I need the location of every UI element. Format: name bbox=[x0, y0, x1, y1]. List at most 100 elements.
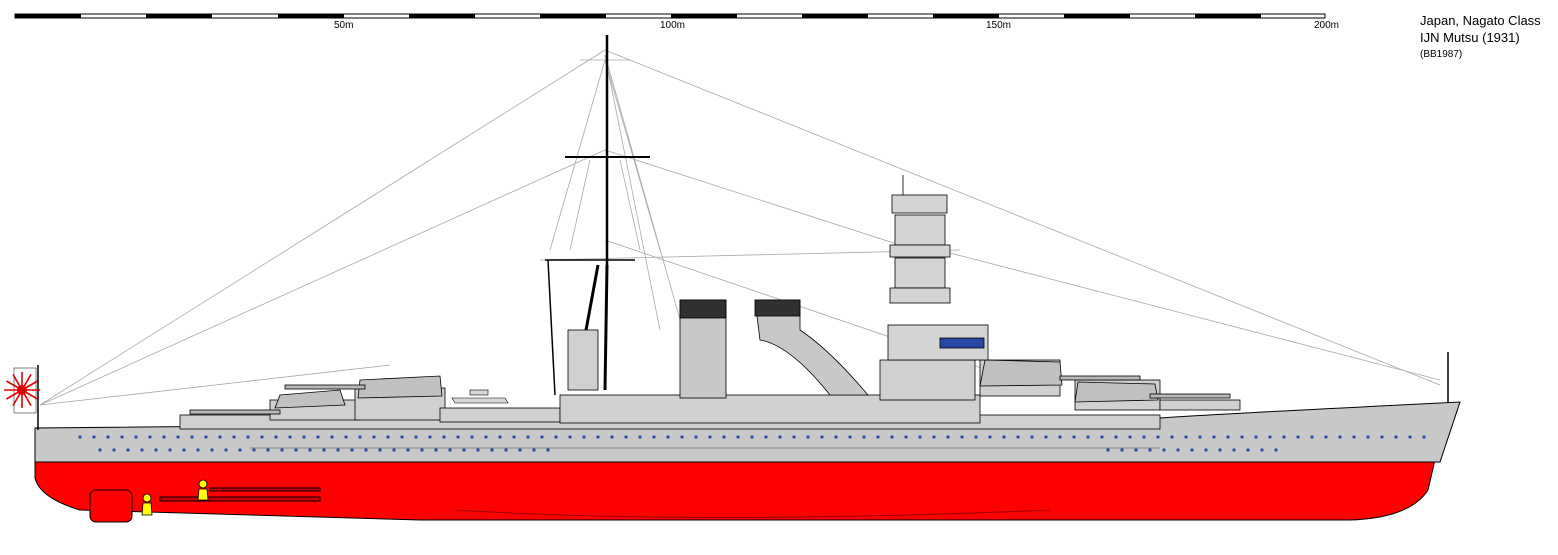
porthole bbox=[1198, 435, 1202, 439]
porthole bbox=[638, 435, 642, 439]
porthole bbox=[232, 435, 236, 439]
scale-label-200: 200m bbox=[1314, 20, 1340, 31]
porthole bbox=[1226, 435, 1230, 439]
porthole bbox=[918, 435, 922, 439]
porthole bbox=[974, 435, 978, 439]
porthole bbox=[1366, 435, 1370, 439]
porthole bbox=[554, 435, 558, 439]
porthole bbox=[596, 435, 600, 439]
porthole bbox=[820, 435, 824, 439]
porthole bbox=[988, 435, 992, 439]
porthole bbox=[792, 435, 796, 439]
porthole bbox=[568, 435, 572, 439]
porthole bbox=[1142, 435, 1146, 439]
porthole bbox=[490, 448, 494, 452]
porthole bbox=[904, 435, 908, 439]
porthole bbox=[1058, 435, 1062, 439]
porthole bbox=[610, 435, 614, 439]
porthole bbox=[946, 435, 950, 439]
porthole bbox=[1240, 435, 1244, 439]
porthole bbox=[1296, 435, 1300, 439]
porthole bbox=[666, 435, 670, 439]
porthole bbox=[1232, 448, 1236, 452]
porthole bbox=[624, 435, 628, 439]
porthole bbox=[1246, 448, 1250, 452]
porthole bbox=[1218, 448, 1222, 452]
porthole bbox=[106, 435, 110, 439]
porthole bbox=[414, 435, 418, 439]
porthole bbox=[162, 435, 166, 439]
porthole bbox=[98, 448, 102, 452]
rising-sun-ensign-icon bbox=[4, 367, 40, 414]
porthole bbox=[1086, 435, 1090, 439]
porthole bbox=[532, 448, 536, 452]
porthole bbox=[1106, 448, 1110, 452]
scale-label-100: 100m bbox=[660, 20, 686, 31]
porthole bbox=[1352, 435, 1356, 439]
porthole bbox=[1212, 435, 1216, 439]
porthole bbox=[316, 435, 320, 439]
portholes bbox=[78, 435, 1426, 452]
porthole bbox=[154, 448, 158, 452]
porthole bbox=[140, 448, 144, 452]
porthole bbox=[526, 435, 530, 439]
porthole bbox=[694, 435, 698, 439]
porthole bbox=[78, 435, 82, 439]
porthole bbox=[1030, 435, 1034, 439]
porthole bbox=[512, 435, 516, 439]
porthole bbox=[1114, 435, 1118, 439]
ship-title: IJN Mutsu (1931) bbox=[1420, 30, 1520, 45]
porthole bbox=[540, 435, 544, 439]
porthole bbox=[546, 448, 550, 452]
propeller-shafts bbox=[159, 487, 321, 502]
porthole bbox=[470, 435, 474, 439]
porthole bbox=[1148, 448, 1152, 452]
porthole bbox=[778, 435, 782, 439]
porthole bbox=[92, 435, 96, 439]
porthole bbox=[224, 448, 228, 452]
porthole bbox=[1422, 435, 1426, 439]
class-title: Japan, Nagato Class bbox=[1420, 13, 1541, 28]
porthole bbox=[1100, 435, 1104, 439]
porthole bbox=[204, 435, 208, 439]
porthole bbox=[1120, 448, 1124, 452]
porthole bbox=[274, 435, 278, 439]
funnels bbox=[679, 299, 869, 399]
porthole bbox=[386, 435, 390, 439]
porthole bbox=[1044, 435, 1048, 439]
porthole bbox=[378, 448, 382, 452]
porthole bbox=[196, 448, 200, 452]
hull-upper bbox=[34, 401, 1461, 463]
porthole bbox=[1190, 448, 1194, 452]
porthole bbox=[1324, 435, 1328, 439]
porthole bbox=[428, 435, 432, 439]
scale-bar bbox=[14, 13, 1326, 19]
floatplane-icon bbox=[451, 389, 509, 404]
porthole bbox=[750, 435, 754, 439]
porthole bbox=[1274, 448, 1278, 452]
porthole bbox=[288, 435, 292, 439]
porthole bbox=[246, 435, 250, 439]
porthole bbox=[308, 448, 312, 452]
reference-code: (BB1987) bbox=[1420, 49, 1463, 60]
porthole bbox=[1282, 435, 1286, 439]
porthole bbox=[190, 435, 194, 439]
pagoda-mast bbox=[887, 175, 989, 361]
rudder bbox=[89, 489, 133, 523]
porthole bbox=[1162, 448, 1166, 452]
porthole bbox=[148, 435, 152, 439]
porthole bbox=[960, 435, 964, 439]
porthole bbox=[1072, 435, 1076, 439]
porthole bbox=[456, 435, 460, 439]
porthole bbox=[1268, 435, 1272, 439]
porthole bbox=[518, 448, 522, 452]
gun-turrets bbox=[274, 359, 1159, 409]
porthole bbox=[336, 448, 340, 452]
porthole bbox=[806, 435, 810, 439]
porthole bbox=[1408, 435, 1412, 439]
porthole bbox=[504, 448, 508, 452]
porthole bbox=[344, 435, 348, 439]
crew-figure-icon bbox=[141, 479, 209, 516]
porthole bbox=[392, 448, 396, 452]
